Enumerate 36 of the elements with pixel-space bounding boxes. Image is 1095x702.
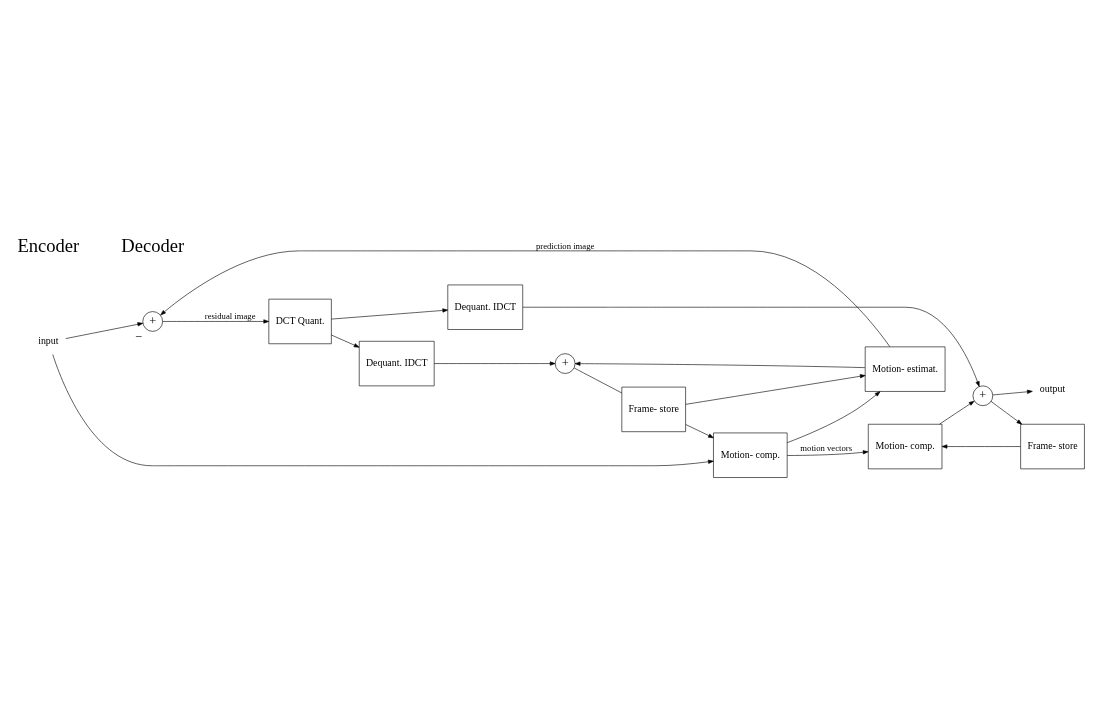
arrow [65, 321, 144, 339]
node-circle: + [554, 352, 576, 374]
node-circle: + [972, 385, 994, 406]
node-box: Frame- store [621, 386, 686, 432]
edge-label: residual image [204, 310, 256, 321]
arrow [522, 306, 980, 387]
node-box: Frame- store [1020, 423, 1085, 469]
node-label: − [135, 329, 143, 344]
arrow [52, 353, 714, 466]
arrow [787, 449, 869, 456]
arrow [433, 361, 556, 366]
node-box: Dequant. IDCT [447, 284, 524, 330]
node-box: Motion- comp. [713, 432, 788, 478]
arrow [331, 334, 360, 348]
arrow [990, 400, 1023, 424]
arrow [685, 373, 866, 405]
arrow [787, 390, 881, 443]
arrow [941, 444, 1021, 449]
node-box: DCT Quant. [268, 298, 332, 344]
node-box: Dequant. IDCT [358, 340, 435, 386]
arrow [992, 389, 1033, 395]
label: Decoder [121, 234, 185, 256]
arrow [162, 318, 269, 323]
edge-label: prediction image [535, 240, 595, 251]
arrow [574, 361, 866, 368]
arrow [685, 423, 714, 438]
arrow [939, 400, 975, 424]
node-circle: + [142, 310, 163, 332]
label: Encoder [17, 234, 80, 256]
node-text: output [1039, 382, 1066, 394]
node-box: Motion- comp. [868, 423, 943, 469]
node-box: Motion- estimat. [864, 346, 946, 392]
arrow [331, 307, 449, 319]
arrow [160, 250, 891, 347]
edge-label: motion vectors [800, 442, 853, 453]
node-text: input [38, 334, 59, 346]
